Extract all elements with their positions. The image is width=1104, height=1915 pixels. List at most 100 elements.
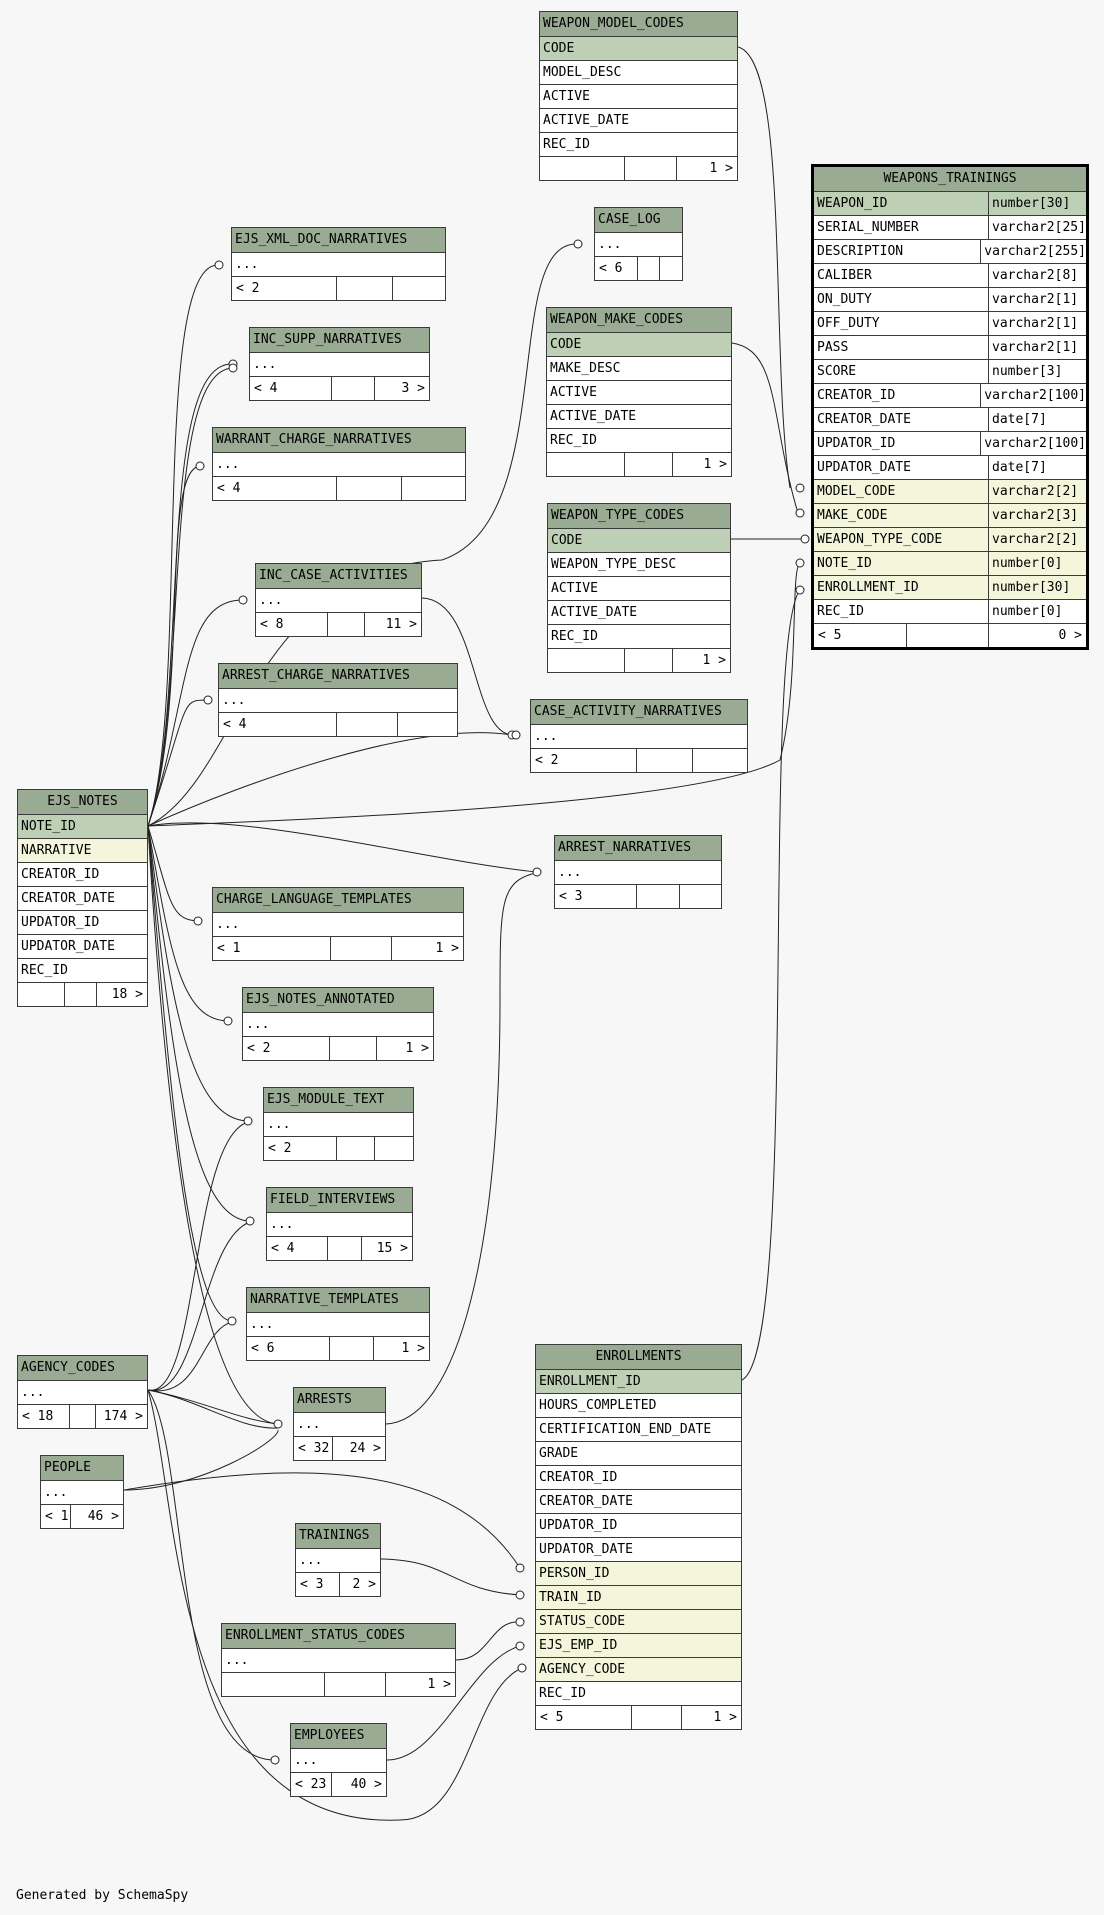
column-row: ...	[267, 1212, 412, 1236]
column-row-pk: NOTE_ID	[18, 814, 147, 838]
table-employees[interactable]: EMPLOYEES ... < 23 40 >	[290, 1723, 387, 1797]
column-row-fk: NARRATIVE	[18, 838, 147, 862]
column-row-pk: CODE	[547, 332, 731, 356]
table-trainings[interactable]: TRAININGS ... < 3 2 >	[295, 1523, 381, 1597]
optional-end-marker	[203, 695, 213, 705]
relationship-line	[123, 1472, 521, 1569]
column-row-pk: CODE	[548, 528, 730, 552]
relationship-line	[455, 1621, 521, 1661]
column-row: ACTIVE_DATE	[548, 600, 730, 624]
optional-end-marker	[270, 1755, 280, 1765]
relationship-line	[147, 1121, 249, 1391]
table-footer: < 2	[264, 1136, 413, 1160]
relationship-line	[147, 699, 209, 827]
optional-end-marker	[228, 363, 238, 373]
column-row: ...	[232, 252, 445, 276]
optional-end-marker	[515, 1590, 525, 1600]
table-header: ARREST_NARRATIVES	[555, 836, 721, 860]
table-weapon-make-codes[interactable]: WEAPON_MAKE_CODES CODE MAKE_DESC ACTIVE …	[546, 307, 732, 477]
column-row: ACTIVE_DATE	[540, 108, 737, 132]
table-header: EJS_MODULE_TEXT	[264, 1088, 413, 1112]
table-inc-supp-narratives[interactable]: INC_SUPP_NARRATIVES ... < 4 3 >	[249, 327, 430, 401]
table-weapon-type-codes[interactable]: WEAPON_TYPE_CODES CODE WEAPON_TYPE_DESC …	[547, 503, 731, 673]
optional-end-marker	[273, 1419, 283, 1429]
relationship-line	[147, 825, 251, 1222]
table-people[interactable]: PEOPLE ... < 1 46 >	[40, 1455, 124, 1529]
table-footer: < 4 3 >	[250, 376, 429, 400]
table-header: PEOPLE	[41, 1456, 123, 1480]
table-footer: < 1 46 >	[41, 1504, 123, 1528]
table-enrollment-status-codes[interactable]: ENROLLMENT_STATUS_CODES ... 1 >	[221, 1623, 456, 1697]
table-footer: < 3 2 >	[296, 1572, 380, 1596]
table-ejs-xml-doc-narratives[interactable]: EJS_XML_DOC_NARRATIVES ... < 2	[231, 227, 446, 301]
column-row: ...	[41, 1480, 123, 1504]
column-row: CREATOR_ID	[536, 1465, 741, 1489]
table-header: CASE_LOG	[595, 208, 682, 232]
table-header: WEAPON_MODEL_CODES	[540, 12, 737, 36]
column-row: ACTIVE	[547, 380, 731, 404]
table-header: WEAPON_TYPE_CODES	[548, 504, 730, 528]
table-footer: < 2	[232, 276, 445, 300]
relationship-line	[147, 822, 538, 873]
relationship-line	[147, 1221, 251, 1391]
column-row: ACTIVE	[540, 84, 737, 108]
column-row: REC_ID	[547, 428, 731, 452]
column-row-pk: CODE	[540, 36, 737, 60]
table-header: EJS_XML_DOC_NARRATIVES	[232, 228, 445, 252]
optional-end-marker	[795, 585, 805, 595]
table-header: ENROLLMENTS	[536, 1345, 741, 1369]
column-row: WEAPON_TYPE_DESC	[548, 552, 730, 576]
table-ejs-notes[interactable]: EJS_NOTES NOTE_ID NARRATIVE CREATOR_ID C…	[17, 789, 148, 1007]
generated-by-note: Generated by SchemaSpy	[16, 1888, 189, 1903]
table-footer: < 5 1 >	[536, 1705, 741, 1729]
table-arrest-charge-narratives[interactable]: ARREST_CHARGE_NARRATIVES ... < 4	[218, 663, 458, 737]
table-footer: < 18 174 >	[18, 1404, 147, 1428]
table-inc-case-activities[interactable]: INC_CASE_ACTIVITIES ... < 8 11 >	[255, 563, 422, 637]
column-row: MAKE_DESC	[547, 356, 731, 380]
optional-end-marker	[573, 239, 583, 249]
table-ejs-module-text[interactable]: EJS_MODULE_TEXT ... < 2	[263, 1087, 414, 1161]
optional-end-marker	[195, 461, 205, 471]
table-footer: 18 >	[18, 982, 147, 1006]
table-enrollments[interactable]: ENROLLMENTS ENROLLMENT_ID HOURS_COMPLETE…	[535, 1344, 742, 1730]
table-field-interviews[interactable]: FIELD_INTERVIEWS ... < 4 15 >	[266, 1187, 413, 1261]
relationship-line	[147, 1389, 276, 1761]
table-header: ENROLLMENT_STATUS_CODES	[222, 1624, 455, 1648]
table-warrant-charge-narratives[interactable]: WARRANT_CHARGE_NARRATIVES ... < 4	[212, 427, 466, 501]
optional-end-marker	[515, 1641, 525, 1651]
optional-end-marker	[515, 1563, 525, 1573]
table-footer: < 6	[595, 256, 682, 280]
column-row: GRADE	[536, 1441, 741, 1465]
table-footer: < 6 1 >	[247, 1336, 429, 1360]
table-footer: 1 >	[547, 452, 731, 476]
table-ejs-notes-annotated[interactable]: EJS_NOTES_ANNOTATED ... < 2 1 >	[242, 987, 434, 1061]
table-header: AGENCY_CODES	[18, 1356, 147, 1380]
relationship-line	[147, 243, 579, 827]
table-case-activity-narratives[interactable]: CASE_ACTIVITY_NARRATIVES ... < 2	[530, 699, 748, 773]
table-narrative-templates[interactable]: NARRATIVE_TEMPLATES ... < 6 1 >	[246, 1287, 430, 1361]
table-weapon-model-codes[interactable]: WEAPON_MODEL_CODES CODE MODEL_DESC ACTIV…	[539, 11, 738, 181]
optional-end-marker	[223, 1016, 233, 1026]
table-header: FIELD_INTERVIEWS	[267, 1188, 412, 1212]
table-case-log[interactable]: CASE_LOG ... < 6	[594, 207, 683, 281]
column-row: ...	[264, 1112, 413, 1136]
table-footer: < 32 24 >	[294, 1436, 385, 1460]
optional-end-marker	[795, 558, 805, 568]
table-footer: 1 >	[540, 156, 737, 180]
column-row: ...	[243, 1012, 433, 1036]
table-agency-codes[interactable]: AGENCY_CODES ... < 18 174 >	[17, 1355, 148, 1429]
table-arrests[interactable]: ARRESTS ... < 32 24 >	[293, 1387, 386, 1461]
table-arrest-narratives[interactable]: ARREST_NARRATIVES ... < 3	[554, 835, 722, 909]
relationship-line	[385, 871, 541, 1425]
optional-end-marker	[800, 534, 810, 544]
table-charge-language-templates[interactable]: CHARGE_LANGUAGE_TEMPLATES ... < 1 1 >	[212, 887, 464, 961]
